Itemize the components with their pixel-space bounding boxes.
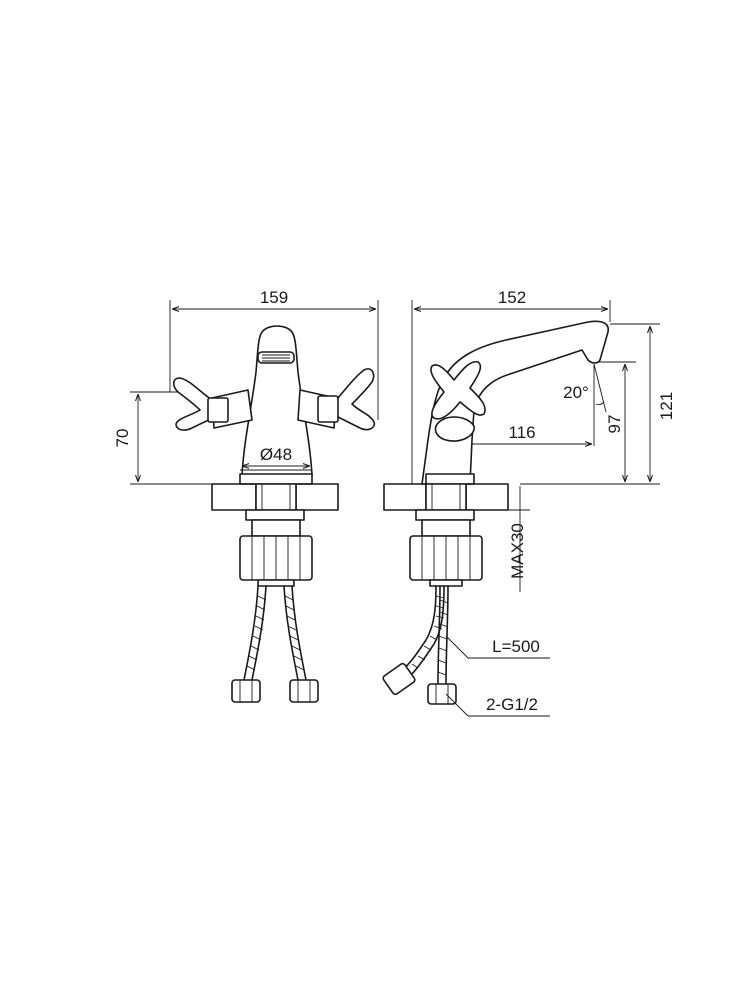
dimension-front-width: 159 (169, 288, 379, 420)
dimension-spout-angle: 20° (563, 363, 607, 413)
side-cross-handle (430, 360, 486, 420)
spout-angle-label: 20° (563, 383, 589, 402)
side-countertop: MAX30 (383, 483, 530, 592)
dimension-spout-reach: 116 (458, 412, 595, 446)
front-countertop (211, 483, 339, 511)
spout-reach-label: 116 (508, 423, 535, 442)
front-left-handle (172, 377, 253, 431)
front-hoses (231, 585, 319, 703)
dimension-total-height: 121 (520, 323, 676, 485)
front-width-label: 159 (260, 288, 288, 307)
total-height-label: 121 (657, 392, 676, 420)
front-mounting-nut (239, 509, 313, 587)
dimension-spout-height: 97 (598, 361, 636, 482)
connection-label: 2-G1/2 (486, 695, 538, 714)
front-faucet-body: Ø48 (239, 325, 313, 485)
dimension-side-width: 152 (411, 288, 611, 484)
front-height-label: 70 (113, 429, 132, 448)
max-thickness-label: MAX30 (508, 523, 527, 579)
base-diameter-label: Ø48 (260, 445, 292, 464)
hose-length-label: L=500 (492, 637, 540, 656)
front-view: 159 70 Ø48 (113, 288, 379, 703)
side-hoses (382, 585, 457, 705)
callout-connection: 2-G1/2 (445, 693, 550, 717)
side-width-label: 152 (498, 288, 526, 307)
side-faucet-body (421, 320, 610, 485)
side-view: 152 121 97 20° 116 (382, 288, 676, 717)
side-mounting-nut (409, 509, 483, 587)
spout-height-label: 97 (605, 415, 624, 434)
front-right-handle (297, 368, 376, 431)
callout-hose-length: L=500 (445, 635, 550, 659)
